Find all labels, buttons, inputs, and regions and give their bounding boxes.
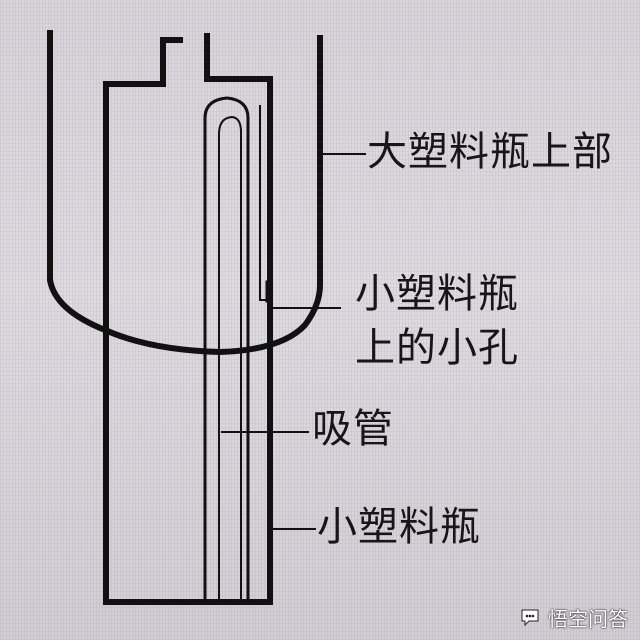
speech-bubble-icon (521, 609, 539, 626)
label-straw: 吸管 (312, 406, 394, 452)
small-bottle-outline (103, 33, 273, 605)
label-small-hole-line2: 上的小孔 (355, 325, 519, 371)
straw-inner (218, 115, 242, 603)
watermark-text: 悟空问答 (548, 607, 628, 631)
watermark: 悟空问答 (518, 603, 628, 632)
label-small-bottle: 小塑料瓶 (317, 504, 481, 550)
label-big-bottle-top: 大塑料瓶上部 (367, 129, 613, 175)
label-small-hole-line1: 小塑料瓶 (355, 271, 519, 317)
straw-outer (203, 96, 250, 604)
big-bottle-outline (47, 30, 323, 356)
